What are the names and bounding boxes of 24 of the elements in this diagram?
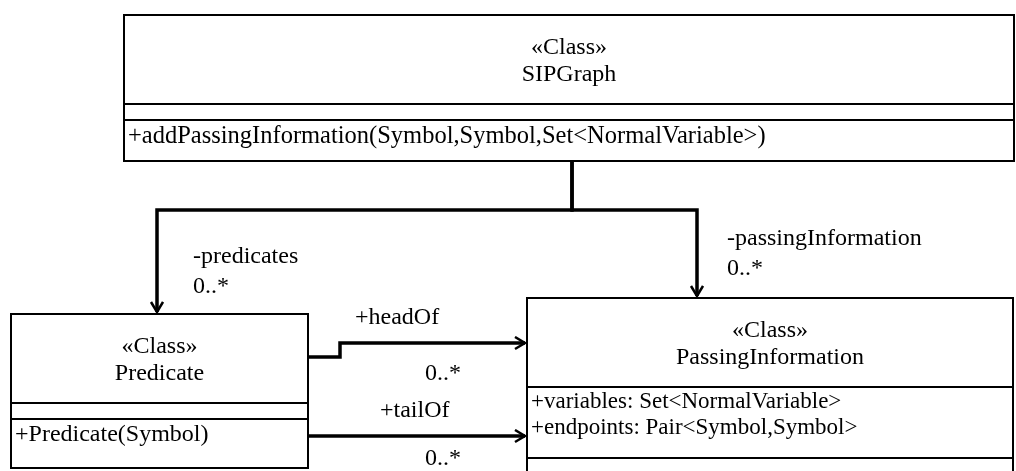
multiplicity-label: 0..* (425, 444, 461, 471)
role-label: -passingInformation (727, 224, 922, 251)
stereotype-label: «Class» (732, 315, 808, 343)
multiplicity-label: 0..* (193, 272, 229, 299)
role-label: +headOf (355, 303, 440, 330)
multiplicity-label: 0..* (425, 359, 461, 386)
association-arrow (309, 428, 527, 444)
class-member: +variables: Set<NormalVariable> (531, 388, 842, 414)
multiplicity-label: 0..* (727, 254, 763, 281)
class-box (10, 313, 309, 469)
class-name: PassingInformation (676, 342, 864, 370)
class-member: +endpoints: Pair<Symbol,Symbol> (531, 413, 858, 440)
class-member: +Predicate(Symbol) (15, 420, 209, 447)
class-name: SIPGraph (521, 59, 617, 87)
role-label: -predicates (193, 242, 299, 269)
stereotype-label: «Class» (121, 331, 198, 359)
role-label: +tailOf (380, 396, 450, 423)
class-name: Predicate (114, 358, 205, 386)
class-box (526, 297, 1014, 471)
class-member: +addPassingInformation(Symbol,Symbol,Set<NormalVariable>) (128, 121, 766, 149)
stereotype-label: «Class» (531, 32, 607, 60)
association-arrow (309, 335, 527, 359)
association-arrow (570, 162, 705, 298)
class-box (123, 14, 1015, 162)
